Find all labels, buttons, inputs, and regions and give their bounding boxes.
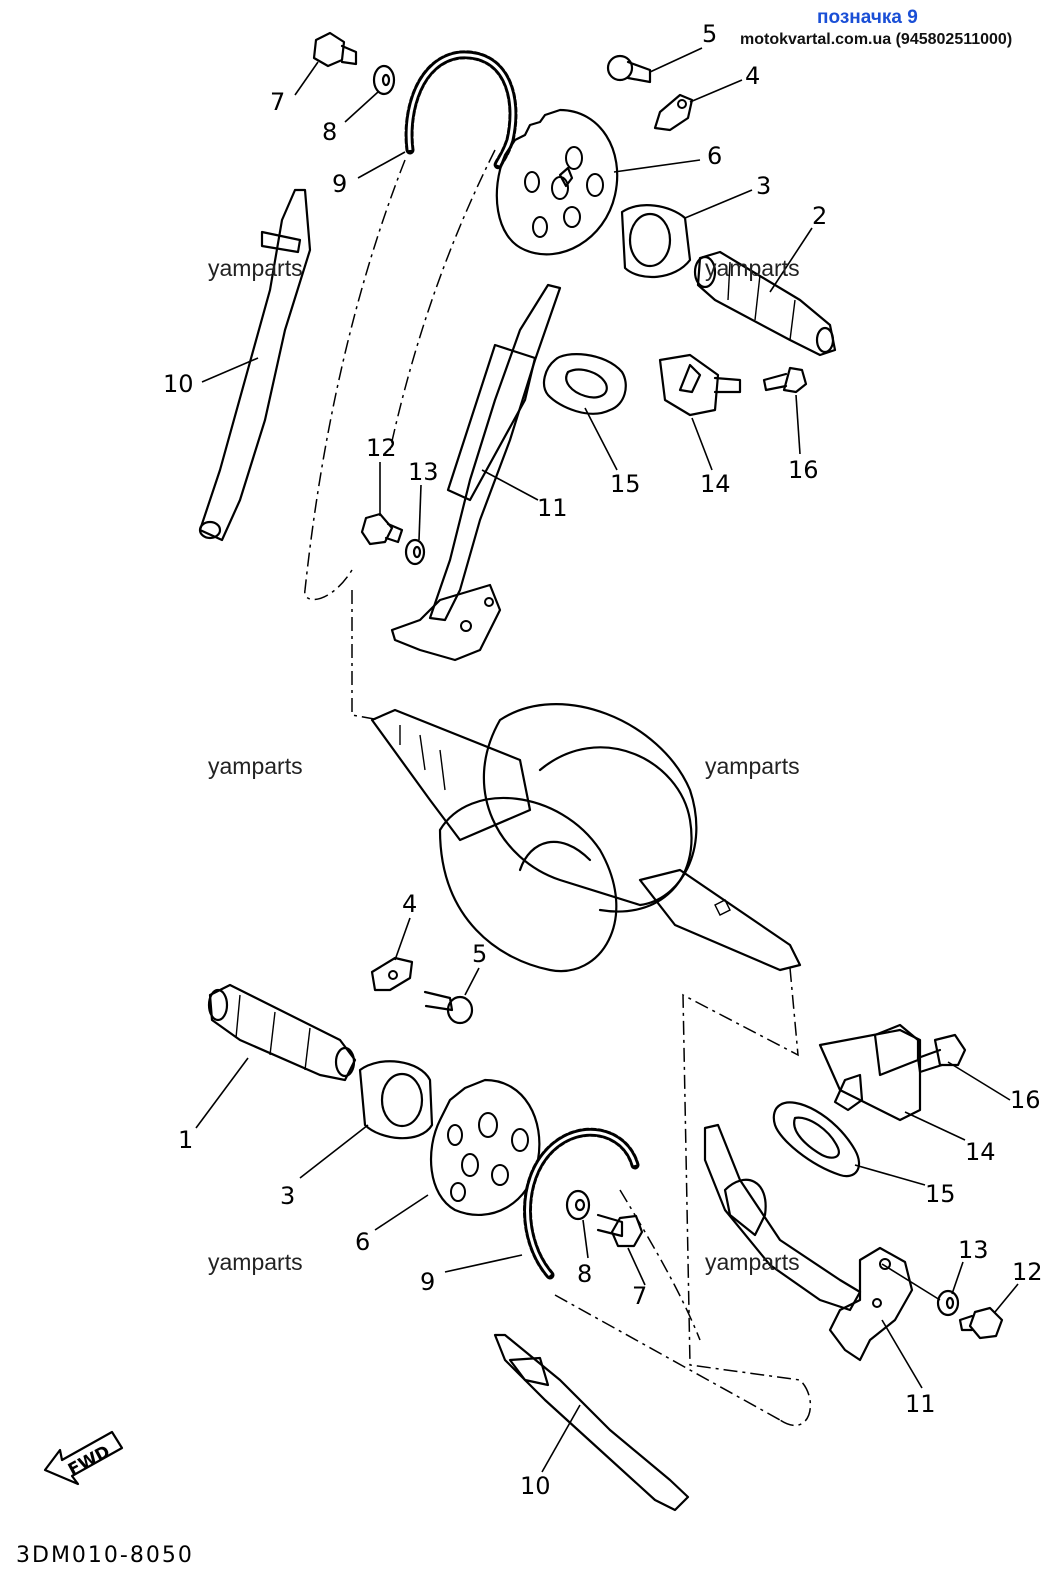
watermark-6: yamparts xyxy=(705,1249,800,1275)
cam-chain-9-bottom xyxy=(523,1127,640,1280)
callout-16-top: 16 xyxy=(788,456,819,484)
callout-12-top: 12 xyxy=(366,434,397,462)
chain-guide-10-top xyxy=(198,188,312,542)
bolt-16-top xyxy=(762,366,808,394)
callout-16-bottom: 16 xyxy=(1010,1086,1041,1114)
leader-lines xyxy=(195,47,1019,1473)
chain-routing-lines xyxy=(304,149,812,1427)
callout-15-top: 15 xyxy=(610,470,641,498)
chain-guide-10-bottom xyxy=(493,1333,690,1512)
watermark-2: yamparts xyxy=(705,255,800,281)
lock-plate-4-bottom xyxy=(370,956,414,992)
callout-3-bottom: 3 xyxy=(280,1182,295,1210)
callout-4-bottom: 4 xyxy=(402,890,417,918)
washer-13-top xyxy=(404,538,426,566)
screw-5-bottom xyxy=(423,990,474,1025)
callout-15-bottom: 15 xyxy=(925,1180,956,1208)
fwd-arrow: FWD xyxy=(43,1430,124,1486)
gasket-15-bottom xyxy=(772,1101,861,1178)
watermark-3: yamparts xyxy=(208,753,303,779)
callout-numbers: 5 4 6 3 2 7 8 9 10 12 13 11 15 14 16 4 5… xyxy=(163,20,1043,1500)
screw-5-top xyxy=(606,54,652,84)
gasket-15-top xyxy=(542,353,627,415)
callout-8-bottom: 8 xyxy=(577,1260,592,1288)
cam-chain-9-top xyxy=(404,50,518,170)
callout-8-top: 8 xyxy=(322,118,337,146)
tensioner-14-bottom xyxy=(818,1023,922,1122)
lock-plate-4-top xyxy=(653,93,694,132)
watermark-1: yamparts xyxy=(208,255,303,281)
callout-9-bottom: 9 xyxy=(420,1268,435,1296)
callout-11-bottom: 11 xyxy=(905,1390,936,1418)
callout-9-top: 9 xyxy=(332,170,347,198)
crankshaft xyxy=(370,703,802,973)
collar-3-top xyxy=(620,204,692,279)
callout-13-top: 13 xyxy=(408,458,439,486)
watermarks: yamparts yamparts yamparts yamparts yamp… xyxy=(208,255,800,1275)
callout-13-bottom: 13 xyxy=(958,1236,989,1264)
callout-11-top: 11 xyxy=(537,494,568,522)
camshaft-1 xyxy=(207,983,357,1082)
callout-3-top: 3 xyxy=(756,172,771,200)
cam-sprocket-6-bottom xyxy=(429,1078,541,1216)
washer-13-bottom xyxy=(936,1289,960,1317)
camshaft-2-top xyxy=(693,250,837,357)
callout-10-bottom: 10 xyxy=(520,1472,551,1500)
washer-8-top xyxy=(372,64,396,96)
washer-8-bottom xyxy=(565,1189,591,1221)
callout-5-top: 5 xyxy=(702,20,717,48)
bolt-7-top xyxy=(312,31,358,68)
callout-12-bottom: 12 xyxy=(1012,1258,1043,1286)
callout-7-bottom: 7 xyxy=(632,1282,647,1310)
callout-6-bottom: 6 xyxy=(355,1228,370,1256)
watermark-4: yamparts xyxy=(705,753,800,779)
fwd-label: FWD xyxy=(65,1442,114,1481)
cam-sprocket-6-top xyxy=(495,108,619,256)
collar-3-bottom xyxy=(358,1060,434,1140)
diagram-code: 3DM010-8050 xyxy=(16,1543,194,1568)
callout-14-top: 14 xyxy=(700,470,731,498)
callout-6-top: 6 xyxy=(707,142,722,170)
tensioner-14-top xyxy=(658,353,742,417)
bolt-12-top xyxy=(360,512,404,546)
callout-14-bottom: 14 xyxy=(965,1138,996,1166)
callout-7-top: 7 xyxy=(270,88,285,116)
bolt-12-bottom xyxy=(958,1306,1004,1340)
bolt-7-bottom xyxy=(596,1213,644,1248)
header-site: motokvartal.com.ua (945802511000) xyxy=(740,31,1012,48)
tensioner-guide-11-top xyxy=(390,283,562,662)
bolt-16-bottom xyxy=(916,1033,967,1074)
callout-10-top: 10 xyxy=(163,370,194,398)
callout-4-top: 4 xyxy=(745,62,760,90)
callout-5-bottom: 5 xyxy=(472,940,487,968)
callout-1: 1 xyxy=(178,1126,193,1154)
callout-2: 2 xyxy=(812,202,827,230)
header-label: позначка 9 xyxy=(817,7,918,28)
watermark-5: yamparts xyxy=(208,1249,303,1275)
